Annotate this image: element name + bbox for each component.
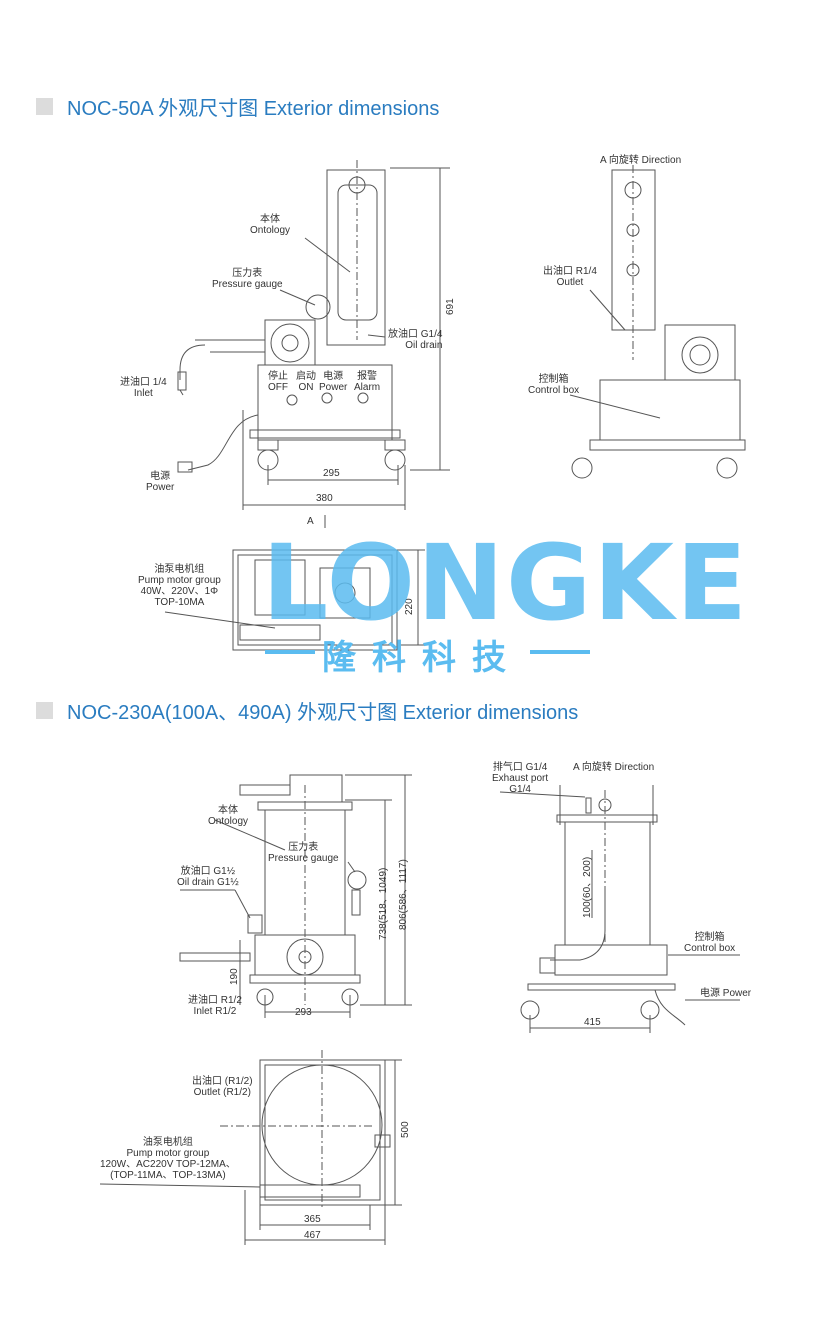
- label-cn: 排气口 G1/4: [492, 762, 548, 773]
- dim-500: 500: [400, 1121, 411, 1138]
- dim-806: 806(586、1117): [398, 859, 409, 930]
- outlet-label: 出油口 (R1/2)Outlet (R1/2): [192, 1076, 253, 1098]
- label-en: Ontology: [208, 816, 249, 827]
- label-cn: 放油口 G1/4: [388, 329, 443, 340]
- direction-label: A 向旋转 Direction: [600, 155, 682, 166]
- label-cn: 油泵电机组: [154, 564, 205, 575]
- label-spec: 120W、AC220V TOP-12MA、: [100, 1159, 236, 1170]
- label-model: TOP-10MA: [154, 597, 205, 608]
- label-en: Exhaust port: [492, 773, 549, 784]
- watermark-line: [530, 650, 590, 654]
- label-en: Power: [146, 482, 175, 493]
- label-en: Oil drain: [405, 340, 443, 351]
- noc50a-side-view: [569, 165, 746, 479]
- label-en: Pump motor group: [138, 575, 221, 586]
- label-en: Outlet: [556, 277, 584, 288]
- dim-738: 738(518、1049): [378, 867, 389, 940]
- heading-square-icon: [36, 98, 53, 115]
- noc50a-front-view: [177, 160, 450, 528]
- label-models: (TOP-11MA、TOP-13MA): [110, 1170, 226, 1181]
- label-en: Alarm: [354, 382, 381, 393]
- section1-title: NOC-50A 外观尺寸图 Exterior dimensions: [67, 98, 440, 120]
- label-en: Control box: [684, 943, 736, 954]
- label-cn: 控制箱: [538, 374, 569, 385]
- dim-100: 100(60、200): [582, 856, 593, 918]
- longke-watermark-cn: 隆科科技: [322, 639, 522, 677]
- label-cn: 报警: [357, 371, 378, 382]
- label-cn: 电源: [323, 371, 344, 382]
- direction-label: A 向旋转 Direction: [573, 762, 655, 773]
- label-en: ON: [298, 382, 314, 393]
- label-spec: 40W、220V、1Φ: [140, 586, 219, 597]
- dim-293: 293: [295, 1007, 312, 1018]
- dim-wheelbase: 295: [323, 468, 340, 479]
- label-cn: 启动: [296, 371, 316, 382]
- noc230a-side-view: [499, 785, 740, 1033]
- label-cn: 油泵电机组: [142, 1137, 193, 1148]
- power-label: 电源 Power: [700, 988, 752, 999]
- dim-width: 380: [316, 493, 333, 504]
- label-en: Outlet (R1/2): [193, 1087, 251, 1098]
- label-cn: 压力表: [232, 268, 263, 279]
- label-cn: 出油口 (R1/2): [192, 1076, 253, 1087]
- label-cn: 进油口 1/4: [120, 377, 167, 388]
- label-cn: 进油口 R1/2: [188, 995, 242, 1006]
- section1-heading: NOC-50A 外观尺寸图 Exterior dimensions: [36, 92, 439, 121]
- label-en: Pressure gauge: [212, 279, 283, 290]
- section2-heading: NOC-230A(100A、490A) 外观尺寸图 Exterior dimen…: [36, 696, 578, 725]
- label-en: Control box: [528, 385, 580, 396]
- watermark-line: [265, 650, 315, 654]
- label-cn: 停止: [268, 371, 288, 382]
- label-en: OFF: [268, 382, 288, 393]
- section2-title: NOC-230A(100A、490A) 外观尺寸图 Exterior dimen…: [67, 702, 579, 724]
- label-cn: 本体: [218, 805, 239, 816]
- noc50a-top-view: [164, 549, 425, 651]
- label-en: Power: [319, 382, 348, 393]
- label-size: G1/4: [509, 784, 531, 795]
- label-en: Pump motor group: [126, 1148, 210, 1159]
- label-cn: 放油口 G1½: [180, 866, 236, 877]
- heading-square-icon: [36, 702, 53, 719]
- label-cn: 压力表: [288, 842, 319, 853]
- dim-467: 467: [304, 1230, 321, 1241]
- dim-height: 691: [445, 298, 456, 315]
- label-cn: 出油口 R1/4: [543, 266, 597, 277]
- dim-190: 190: [229, 968, 240, 985]
- label-cn: 控制箱: [694, 932, 725, 943]
- dim-365: 365: [304, 1214, 321, 1225]
- label-en: Inlet R1/2: [193, 1006, 237, 1017]
- label-cn: 电源: [150, 471, 171, 482]
- label-en: Inlet: [133, 388, 153, 399]
- label-cn: 本体: [260, 214, 281, 225]
- noc230a-top-view: [99, 1050, 402, 1245]
- label-en: Pressure gauge: [268, 853, 339, 864]
- longke-watermark-logo: LONGKE: [262, 522, 750, 644]
- label-en: Ontology: [250, 225, 291, 236]
- view-arrow-a: A: [307, 516, 314, 527]
- label-en: Oil drain G1½: [177, 877, 239, 888]
- dim-415: 415: [584, 1017, 601, 1028]
- noc230a-front-view: [179, 774, 412, 1018]
